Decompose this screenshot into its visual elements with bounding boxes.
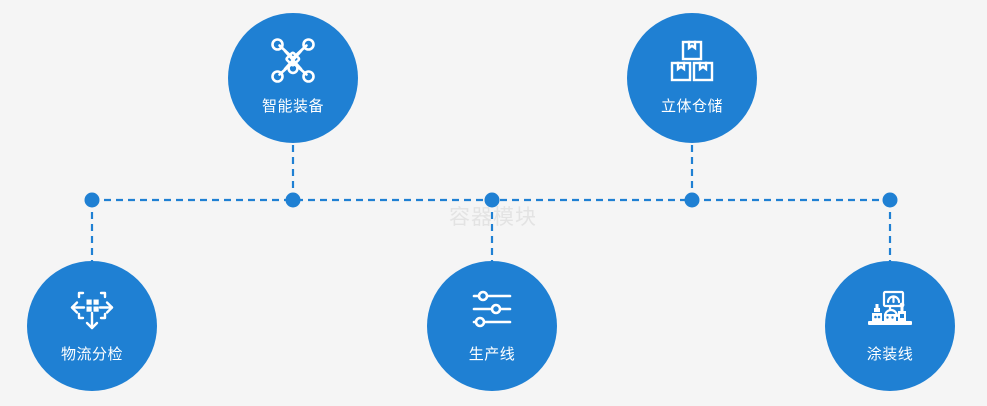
background-watermark: 容器模块 (449, 205, 537, 229)
node-label-smart-equipment: 智能装备 (261, 97, 324, 115)
sliders-icon (466, 283, 518, 335)
junction-dot-painting-line[interactable] (882, 192, 898, 208)
node-stereo-storage[interactable]: 立体仓储 (627, 13, 757, 143)
junction-dot-smart-equipment[interactable] (285, 192, 301, 208)
junction-dot-logistics-sort[interactable] (84, 192, 100, 208)
stacked-boxes-icon (666, 35, 718, 87)
paint-machine-icon (864, 283, 916, 335)
node-logistics-sort[interactable]: 物流分检 (27, 261, 157, 391)
node-painting-line[interactable]: 涂装线 (825, 261, 955, 391)
node-label-painting-line: 涂装线 (866, 345, 914, 363)
junction-dot-stereo-storage[interactable] (684, 192, 700, 208)
node-label-logistics-sort: 物流分检 (60, 345, 123, 363)
network-nodes-icon (267, 35, 319, 87)
node-smart-equipment[interactable]: 智能装备 (228, 13, 358, 143)
node-label-production-line: 生产线 (468, 345, 516, 363)
sorting-arrows-icon (66, 283, 118, 335)
node-label-stereo-storage: 立体仓储 (660, 97, 723, 115)
node-production-line[interactable]: 生产线 (427, 261, 557, 391)
